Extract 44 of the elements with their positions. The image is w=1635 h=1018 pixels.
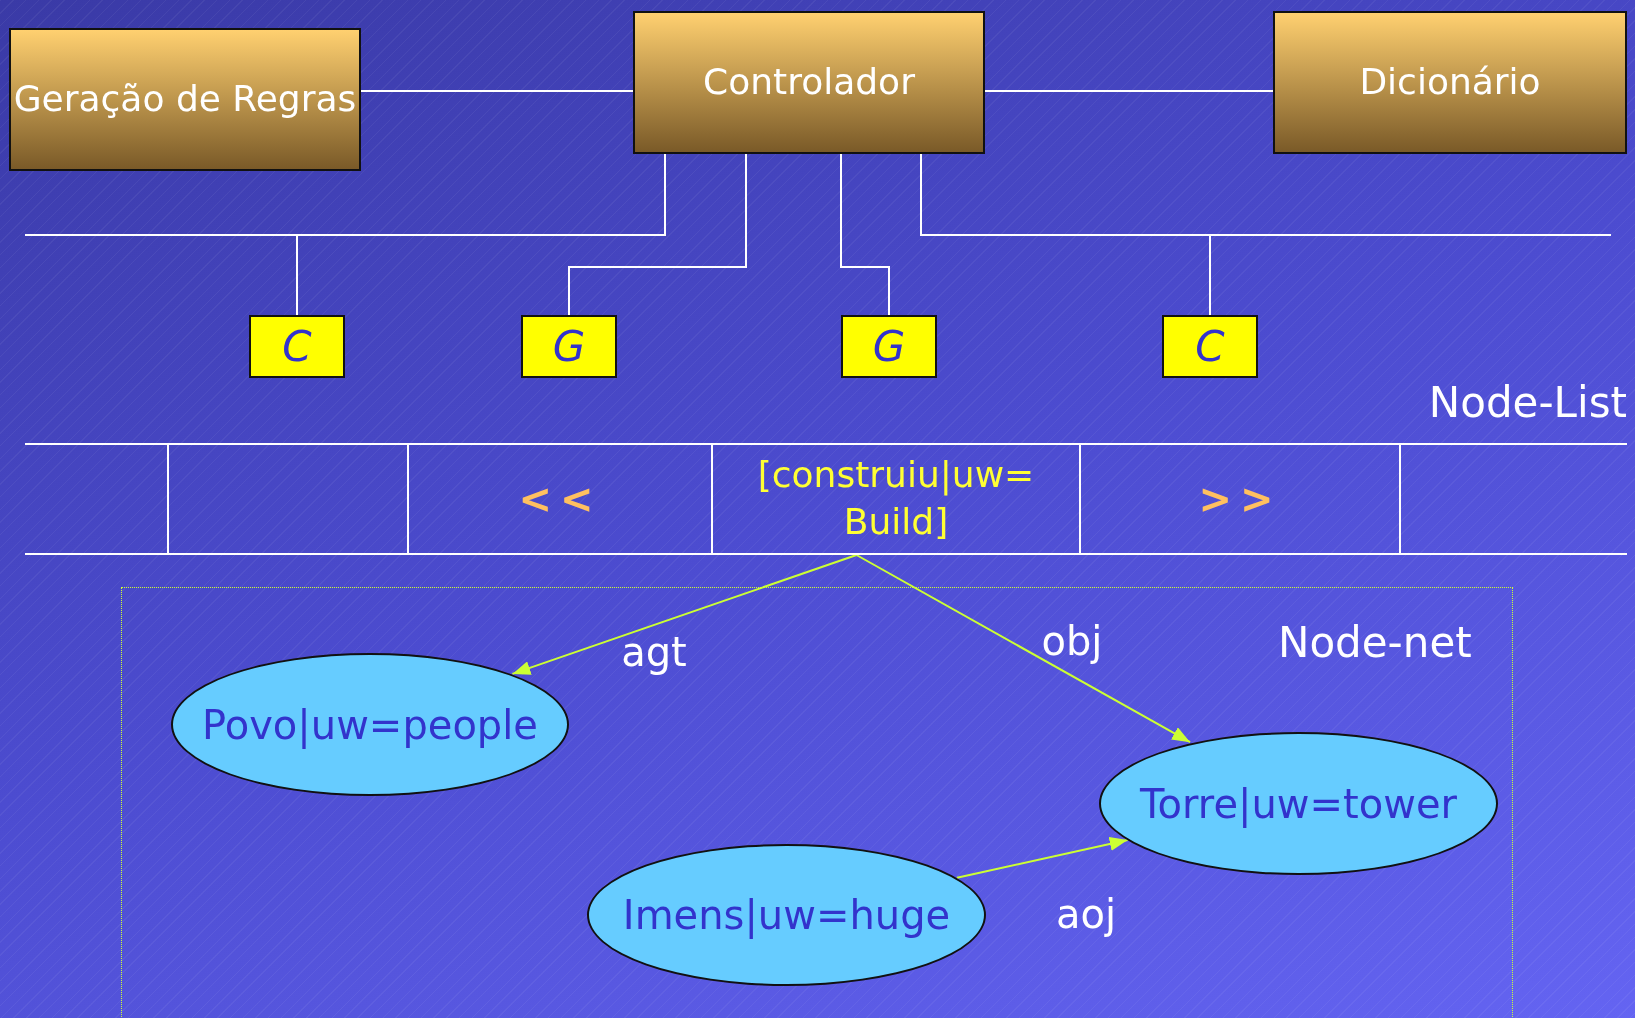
component-label: G: [552, 322, 586, 371]
connector-line: [840, 153, 890, 316]
list-cell: [169, 443, 409, 555]
connector-line: [984, 90, 1274, 92]
arrow: [956, 837, 1129, 879]
cell-text: [construiu|uw= Build]: [756, 453, 1036, 544]
arrow: [511, 554, 858, 675]
component-label: C: [1195, 322, 1225, 371]
list-cell: [25, 443, 169, 555]
component-label: G: [872, 322, 906, 371]
area-heading: Node-net: [1278, 618, 1472, 667]
concept-label: Povo|uw=people: [202, 701, 538, 748]
arrow: [855, 554, 1192, 744]
process-box: [9, 28, 361, 171]
edge-label: aoj: [1055, 891, 1117, 937]
list-cell: [1401, 443, 1627, 555]
edge-label: obj: [1041, 618, 1103, 664]
connector-line: [568, 153, 747, 316]
concept-ellipse: [171, 653, 569, 796]
box-label: Controlador: [703, 60, 915, 105]
concept-ellipse: [587, 844, 986, 986]
box-label: Dicionário: [1359, 60, 1541, 105]
concept-label: Torre|uw=tower: [1140, 780, 1457, 827]
process-box: [1273, 11, 1627, 154]
component-box: [1162, 315, 1258, 378]
connector-line: [920, 153, 1211, 316]
band-heading: Node-List: [1428, 378, 1627, 427]
component-box: [249, 315, 345, 378]
process-box: [633, 11, 985, 154]
connector-line: [296, 153, 666, 316]
component-box: [841, 315, 937, 378]
component-box: [521, 315, 617, 378]
list-cell: [713, 443, 1081, 555]
connector-line: [360, 90, 634, 92]
edge-label: agt: [621, 629, 687, 675]
concept-ellipse: [1099, 732, 1498, 875]
box-label: Geração de Regras: [13, 77, 357, 122]
list-cell: [1081, 443, 1401, 555]
list-cell: [409, 443, 713, 555]
component-label: C: [282, 322, 312, 371]
concept-label: Imens|uw=huge: [622, 892, 951, 938]
chevron-marks: >>: [1198, 476, 1282, 522]
node-net-area: [121, 587, 1513, 1018]
chevron-marks: <<: [518, 476, 602, 522]
